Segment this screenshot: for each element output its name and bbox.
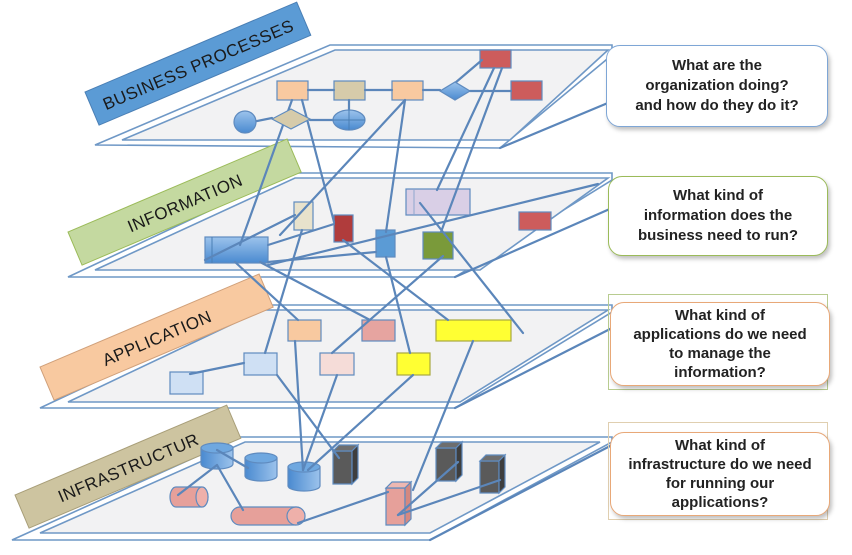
link-pipe-serverpink	[296, 490, 390, 525]
server-dark-1	[331, 443, 360, 486]
link-redtop-olive	[439, 66, 504, 234]
link-info-app-rose	[258, 260, 372, 322]
link-callout-infrastructure	[428, 443, 614, 542]
red-box-top	[479, 49, 512, 69]
link-app-pink-db3	[301, 373, 339, 472]
link-app-yellow-db3	[306, 373, 415, 472]
database-1	[200, 442, 234, 470]
app-yellow-wide	[435, 319, 512, 342]
link-bp3-bluesmall	[384, 98, 407, 234]
link-redtop-lavender	[435, 66, 496, 192]
server-dark-3	[478, 453, 507, 495]
question-line: infrastructure do we need	[628, 456, 812, 473]
link-app-yellowwide-server	[411, 339, 475, 492]
link-serverpink-server2	[396, 460, 460, 517]
database-2	[244, 452, 278, 482]
app-light-blue-1	[169, 371, 204, 395]
link-app-db3	[293, 339, 305, 472]
process-box-3	[391, 80, 424, 101]
link-db1-db2	[215, 448, 250, 470]
link-beige-app-blue	[263, 228, 304, 355]
entity-red	[518, 211, 552, 231]
business-front-elements	[233, 81, 472, 134]
link-decision-redtop	[453, 58, 484, 85]
question-infrastructure-text: What kind of infrastructure do we need f…	[628, 436, 811, 512]
app-pink-light	[319, 352, 355, 376]
link-db1-pipelong	[215, 463, 245, 512]
business-elements	[276, 49, 543, 101]
question-information: What kind of information does the busine…	[608, 176, 828, 256]
application-elements	[169, 319, 512, 395]
label-information-bg	[67, 138, 302, 266]
link-app-blue1-blue2	[188, 361, 246, 376]
question-line: information does the	[643, 207, 793, 224]
start-circle	[233, 110, 257, 134]
label-business-bg	[84, 1, 312, 126]
question-line: and how do they do it?	[635, 97, 799, 114]
infrastructure-elements	[169, 440, 507, 527]
entity-blue-large	[204, 236, 269, 264]
information-elements	[204, 188, 552, 264]
question-business: What are the organization doing? and how…	[606, 45, 828, 127]
question-line: organization doing?	[645, 77, 789, 94]
server-pink	[384, 480, 413, 527]
entity-olive	[422, 231, 454, 260]
app-yellow-small	[396, 352, 431, 376]
question-line: What kind of	[673, 187, 763, 204]
question-line: for running our	[665, 475, 775, 492]
entity-lavender	[405, 188, 471, 216]
red-box-right	[510, 80, 543, 101]
question-line: applications?	[671, 494, 769, 511]
question-line: What kind of	[675, 437, 765, 454]
link-bp3-beige	[278, 98, 407, 237]
entity-dark-red	[333, 214, 354, 243]
process-box-2	[333, 80, 366, 101]
connector-lines	[176, 58, 617, 542]
app-rose	[361, 319, 396, 342]
label-infrastructure-bg	[14, 404, 242, 529]
link-darkred-app-yellow	[341, 238, 450, 322]
question-line: business need to run?	[637, 227, 799, 244]
link-callout-information	[453, 206, 614, 279]
link-app-server1	[275, 373, 341, 460]
app-orange	[287, 319, 322, 342]
question-information-text: What kind of information does the busine…	[638, 186, 798, 246]
question-line: What are the	[671, 57, 762, 74]
decision-diamond-blue	[438, 81, 472, 101]
server-dark-2	[434, 440, 464, 483]
link-db1-pipe	[176, 463, 219, 497]
link-callout-application	[453, 326, 614, 410]
question-application-text: What kind of applications do we need to …	[633, 306, 806, 382]
link-serverpink-server3	[396, 478, 502, 517]
link-entity-right	[266, 182, 600, 267]
question-infrastructure: What kind of infrastructure do we need f…	[610, 432, 830, 516]
link-bluesmall-app-yellow	[384, 255, 412, 355]
layer-application: APPLICATION	[39, 273, 613, 409]
question-line: applications do we need	[633, 326, 807, 343]
question-line: information?	[674, 364, 766, 381]
question-line: What kind of	[675, 307, 765, 324]
process-box-1	[276, 80, 309, 101]
question-business-text: What are the organization doing? and how…	[635, 56, 798, 116]
pipe-long	[230, 506, 306, 526]
link-lavender-app-right	[418, 201, 525, 335]
link-callout-business	[498, 98, 617, 150]
question-application: What kind of applications do we need to …	[610, 302, 830, 386]
link-olive-app-pink	[330, 254, 445, 355]
question-line: to manage the	[669, 345, 771, 362]
link-info-app-orange	[233, 260, 300, 322]
decision-diamond-tan	[270, 108, 312, 130]
pipe-short	[169, 486, 209, 508]
link-entity-beige	[203, 213, 297, 262]
app-light-blue-2	[243, 352, 278, 376]
